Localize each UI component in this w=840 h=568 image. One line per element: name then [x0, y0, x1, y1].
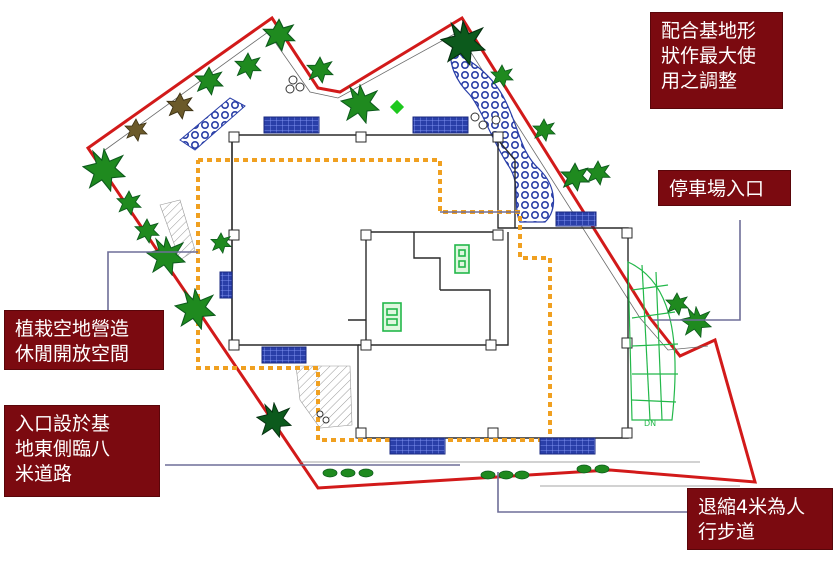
building-columns [228, 131, 633, 439]
callout-entrance: 入口設於基 地東側臨八 米道路 [4, 405, 160, 497]
ramp-label: DN [644, 419, 656, 428]
leader-lines [107, 211, 741, 513]
parking-icon [382, 244, 470, 332]
hatched-area-south [295, 365, 353, 429]
callout-adjust: 配合基地形 狀作最大使 用之調整 [650, 12, 783, 109]
parking-ramp [627, 261, 679, 421]
hatched-area-west [159, 199, 196, 261]
pebble-strip [179, 97, 246, 151]
shrub-icon [116, 18, 689, 316]
callout-parking-entrance: 停車場入口 [658, 170, 791, 206]
solar-panel-icon [219, 116, 597, 455]
flower-icon [285, 75, 501, 424]
callout-garden: 植栽空地營造 休閒開放空間 [4, 310, 164, 370]
callout-setback: 退縮4米為人 行步道 [687, 488, 833, 550]
footprint-dashed-line [196, 158, 552, 442]
green-marker [389, 99, 405, 115]
